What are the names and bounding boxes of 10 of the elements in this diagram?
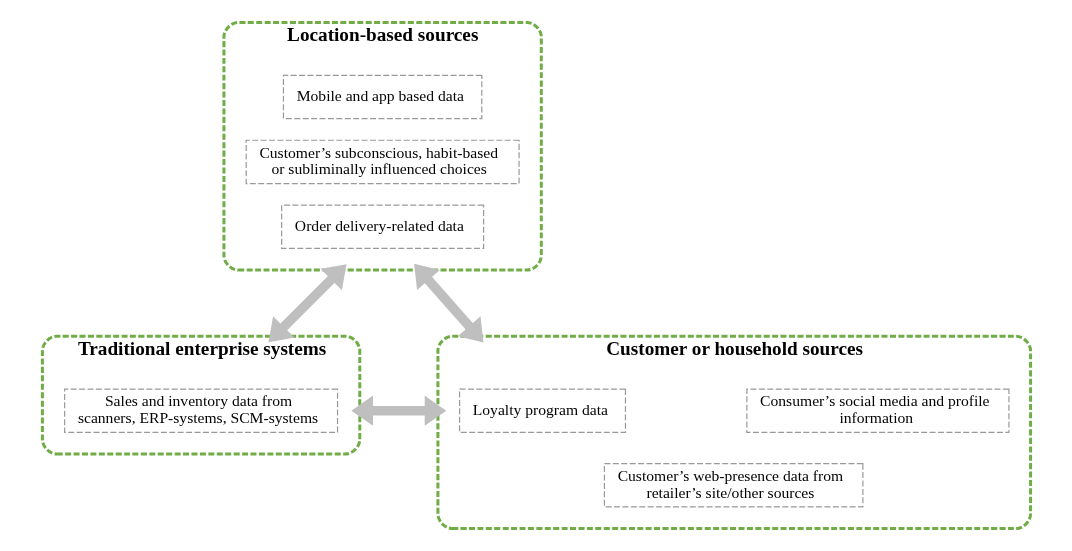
arrow [350,395,446,426]
node-box: Customer’s web-presence data from retailer’s site/other sources [603,463,863,508]
arrow [268,264,346,343]
node-box: Customer’s subconscious, habit-based or subliminally influenced choices [245,139,520,185]
node-box: Sales and inventory data from scanners, ERP-systems, SCM-systems [63,388,338,433]
node-box: Mobile and app based data [282,74,482,120]
node-box: Loyalty program data [458,388,626,433]
arrow [413,263,483,343]
node-box: Consumer’s social media and profile information [745,388,1010,433]
node-box: Order delivery-related data [280,204,484,250]
